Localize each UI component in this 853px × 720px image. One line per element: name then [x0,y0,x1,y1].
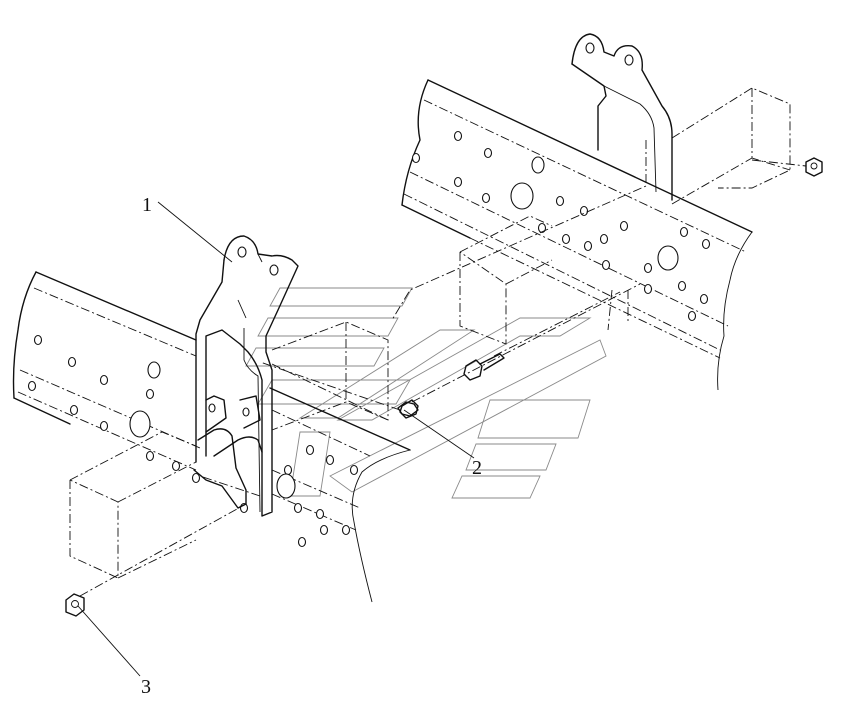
callout-3: 3 [141,676,151,698]
bolt-lower [397,399,419,419]
front-crossmember [69,321,389,579]
rear-frame-rail [401,79,753,391]
rear-bracket [571,33,673,201]
callout-1: 1 [142,194,152,216]
rear-crossmember [459,87,791,345]
bolt-upper [463,353,505,381]
front-left-nut [65,593,85,617]
assembly-axis-lines [79,140,647,597]
front-frame-holes [27,334,359,548]
rear-right-nut [751,157,823,177]
callout-2: 2 [472,457,482,479]
leader-lines [77,201,475,677]
watermark-logo [245,287,607,499]
rear-frame-holes [411,130,711,322]
front-frame-rail [12,271,411,603]
front-bracket [193,235,299,517]
